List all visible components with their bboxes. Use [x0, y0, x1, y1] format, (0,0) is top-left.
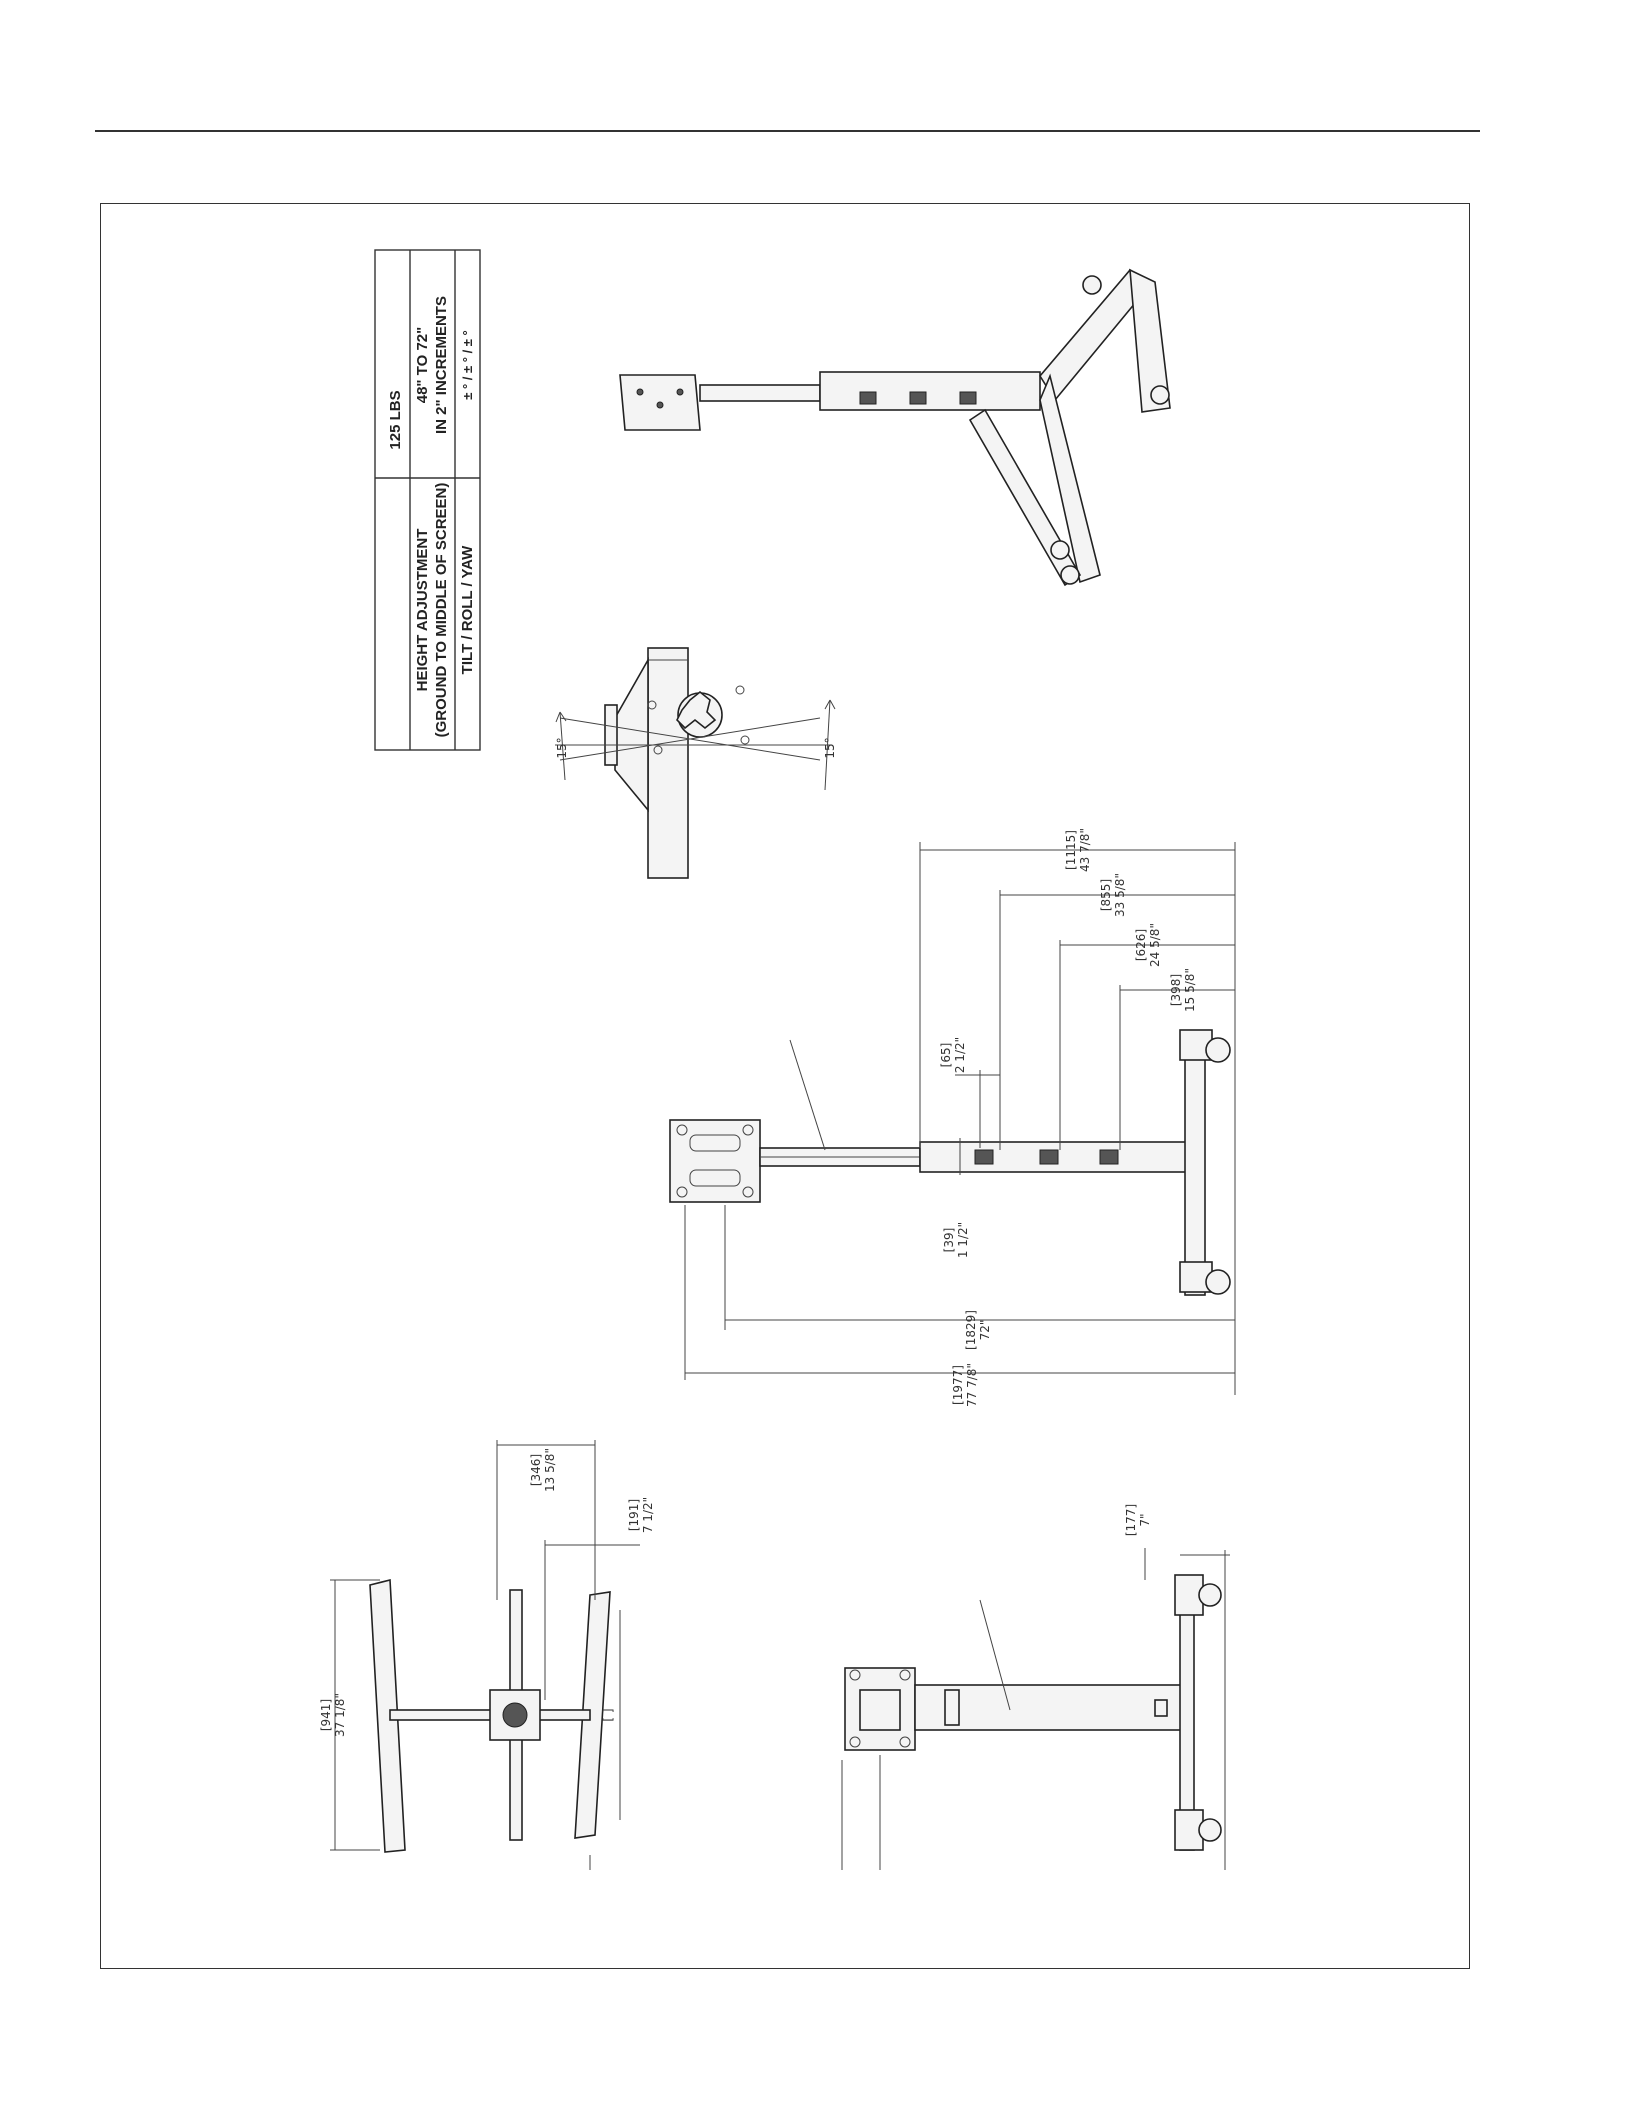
dim-39-imperial: 1 1/2" — [956, 1222, 970, 1258]
spec-height-label-2: (GROUND TO MIDDLE OF SCREEN) — [433, 483, 450, 738]
dim-blank-metric: [ ] — [601, 1708, 615, 1721]
dim-855-metric: [855] — [1099, 879, 1113, 911]
front-view: [177] 7" — [842, 1504, 1230, 1870]
spec-height-label-1: HEIGHT ADJUSTMENT — [414, 529, 431, 692]
dim-346-metric: [346] — [529, 1454, 543, 1486]
dim-191-imperial: 7 1/2" — [641, 1497, 655, 1533]
spec-tilt-value: ± ° / ± ° / ± ° — [460, 330, 475, 400]
side-view: [1115] 43 7/8" [855] 33 5/8" [626] 24 5/… — [670, 828, 1235, 1407]
spec-height-value-1: 48" TO 72" — [414, 327, 431, 404]
dim-1977-metric: [1977] — [951, 1365, 965, 1405]
dim-1977-imperial: 77 7/8" — [965, 1363, 979, 1407]
top-view: [346] 13 5/8" [191] 7 1/2" [941] 37 1/8"… — [319, 1440, 655, 1870]
dim-941-imperial: 37 1/8" — [333, 1693, 347, 1737]
dim-65-imperial: 2 1/2" — [953, 1037, 967, 1073]
spec-height-value-2: IN 2" INCREMENTS — [433, 296, 450, 434]
isometric-view — [620, 270, 1170, 585]
dim-941-metric: [941] — [319, 1699, 333, 1731]
dim-1829-imperial: 72" — [978, 1320, 992, 1341]
dim-346-imperial: 13 5/8" — [543, 1448, 557, 1492]
dim-626-metric: [626] — [1134, 929, 1148, 961]
tilt-angle-right: 15° — [823, 737, 837, 758]
dim-177-imperial: 7" — [1138, 1513, 1152, 1526]
spec-tilt-label: TILT / ROLL / YAW — [459, 545, 476, 674]
dim-1829-metric: [1829] — [964, 1310, 978, 1350]
spec-capacity: 125 LBS — [387, 390, 404, 449]
dim-39-metric: [39] — [942, 1228, 956, 1253]
dim-1115-imperial: 43 7/8" — [1078, 828, 1092, 872]
dim-65-metric: [65] — [939, 1043, 953, 1068]
dim-398-metric: [398] — [1169, 974, 1183, 1006]
spec-table: 125 LBS HEIGHT ADJUSTMENT (GROUND TO MID… — [375, 250, 480, 750]
dim-1115-metric: [1115] — [1064, 830, 1078, 870]
dim-191-metric: [191] — [627, 1499, 641, 1531]
dim-398-imperial: 15 5/8" — [1183, 968, 1197, 1012]
dim-626-imperial: 24 5/8" — [1148, 923, 1162, 967]
dim-855-imperial: 33 5/8" — [1113, 873, 1127, 917]
dim-177-metric: [177] — [1124, 1504, 1138, 1536]
tilt-angle-left: 15° — [555, 737, 569, 758]
tilt-detail: 15° 15° — [555, 648, 837, 878]
